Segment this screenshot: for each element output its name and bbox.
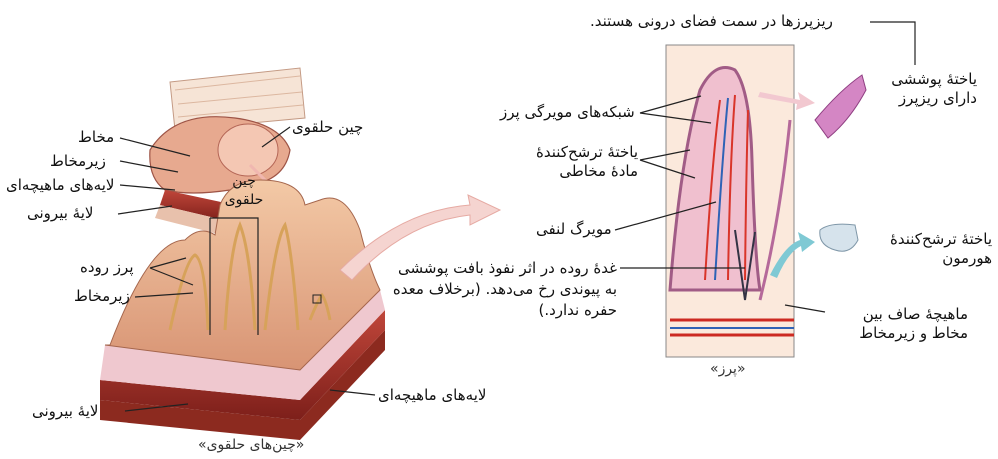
circular-fold-label: چین حلقوی	[292, 118, 363, 137]
circular-folds-block	[100, 180, 385, 440]
hormone-cell-icon	[820, 224, 858, 251]
submucosa-label-bottom: زیرمخاط	[74, 287, 130, 306]
mucosa-label: مخاط	[78, 128, 114, 147]
capillary-network-label: شبکه‌های مویرگی پرز	[500, 103, 635, 122]
muscle-layers-label-top: لایه‌های ماهیچه‌ای	[6, 176, 114, 195]
villus-label-left: پرز روده	[80, 258, 134, 277]
serosa-label-bottom: لایهٔ بیرونی	[32, 402, 98, 421]
epithelial-cell-icon	[815, 75, 866, 138]
hormone-cell-label: یاختهٔ ترشح‌کنندهٔ هورمون	[862, 230, 992, 268]
intestinal-gland-label: غدهٔ روده در اثر نفوذ بافت پوششی به پیون…	[385, 258, 617, 321]
lacteal-label: مویرگ لنفی	[536, 220, 612, 239]
muscle-layers-label-bottom: لایه‌های ماهیچه‌ای	[378, 386, 486, 405]
mucus-cell-label: یاختهٔ ترشح‌کنندهٔ مادهٔ مخاطی	[500, 143, 638, 181]
submucosa-label-top: زیرمخاط	[50, 152, 106, 171]
smooth-muscle-label: ماهیچهٔ صاف بین مخاط و زیرمخاط	[828, 305, 968, 343]
serosa-label-top: لایهٔ بیرونی	[27, 204, 93, 223]
villus-caption: «پرز»	[710, 360, 746, 379]
microvilli-note: ریزپرزها در سمت فضای درونی هستند.	[590, 12, 833, 31]
epithelial-cell-label: یاختهٔ پوششی دارای ریزپرز	[867, 70, 977, 108]
fold-inner-label: چین حلقوی	[222, 172, 266, 210]
villus-panel	[666, 45, 794, 357]
folds-caption: «چین‌های حلقوی»	[198, 436, 304, 455]
